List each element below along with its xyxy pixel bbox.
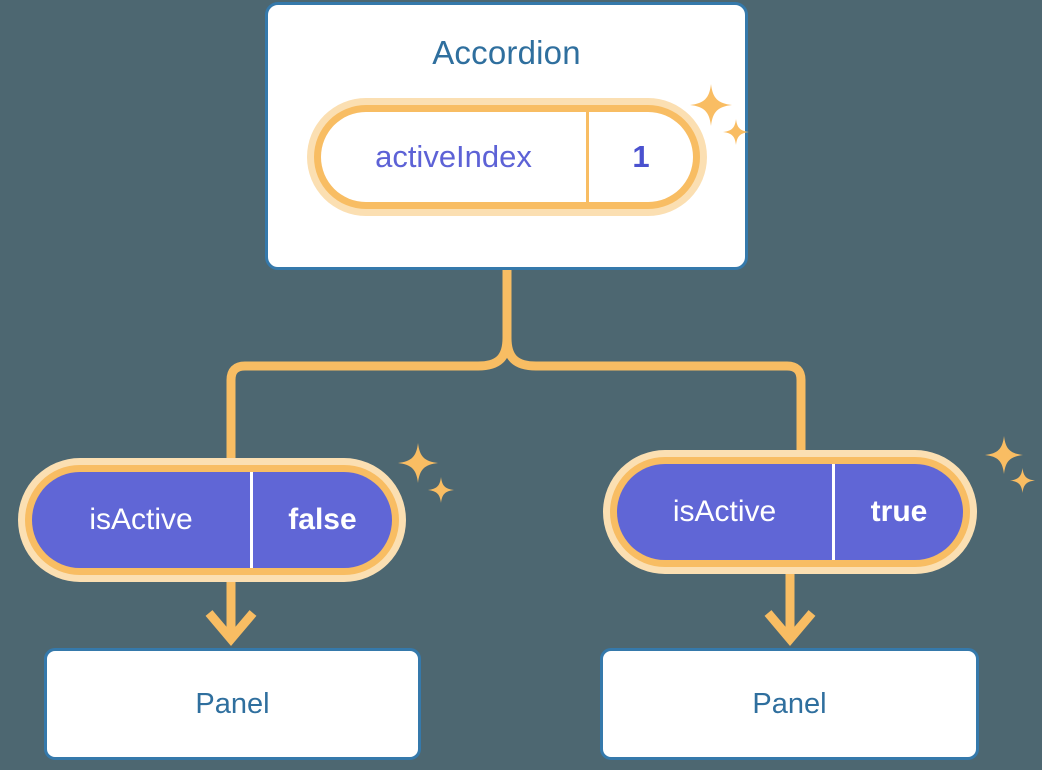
panel-title: Panel: [195, 687, 270, 720]
state-value: true: [870, 495, 928, 528]
panel-title: Panel: [752, 687, 827, 720]
state-key: isActive: [617, 464, 835, 560]
sparkle-icon: [985, 436, 1023, 474]
arrow-down-icon-left: [205, 610, 257, 646]
state-value: 1: [632, 139, 650, 174]
component-title: Accordion: [432, 34, 581, 71]
component-card-panel-right[interactable]: Panel: [600, 648, 979, 760]
pill-body: isActive true: [617, 464, 963, 560]
state-key: activeIndex: [321, 112, 589, 202]
component-card-panel-left[interactable]: Panel: [44, 648, 421, 760]
sparkle-icon: [398, 443, 438, 483]
sparkle-icon: [1010, 468, 1035, 493]
pill-body: activeIndex 1: [321, 112, 693, 202]
state-pill-isactive-true[interactable]: isActive true: [603, 450, 977, 574]
arrow-down-icon-right: [764, 610, 816, 646]
sparkle-icon: [428, 477, 454, 503]
state-key: isActive: [32, 472, 253, 568]
pill-body: isActive false: [32, 472, 392, 568]
state-pill-activeindex[interactable]: activeIndex 1: [307, 98, 707, 216]
state-pill-isactive-false[interactable]: isActive false: [18, 458, 406, 582]
connector-fork-left: [226, 337, 512, 478]
state-value: false: [288, 503, 357, 536]
